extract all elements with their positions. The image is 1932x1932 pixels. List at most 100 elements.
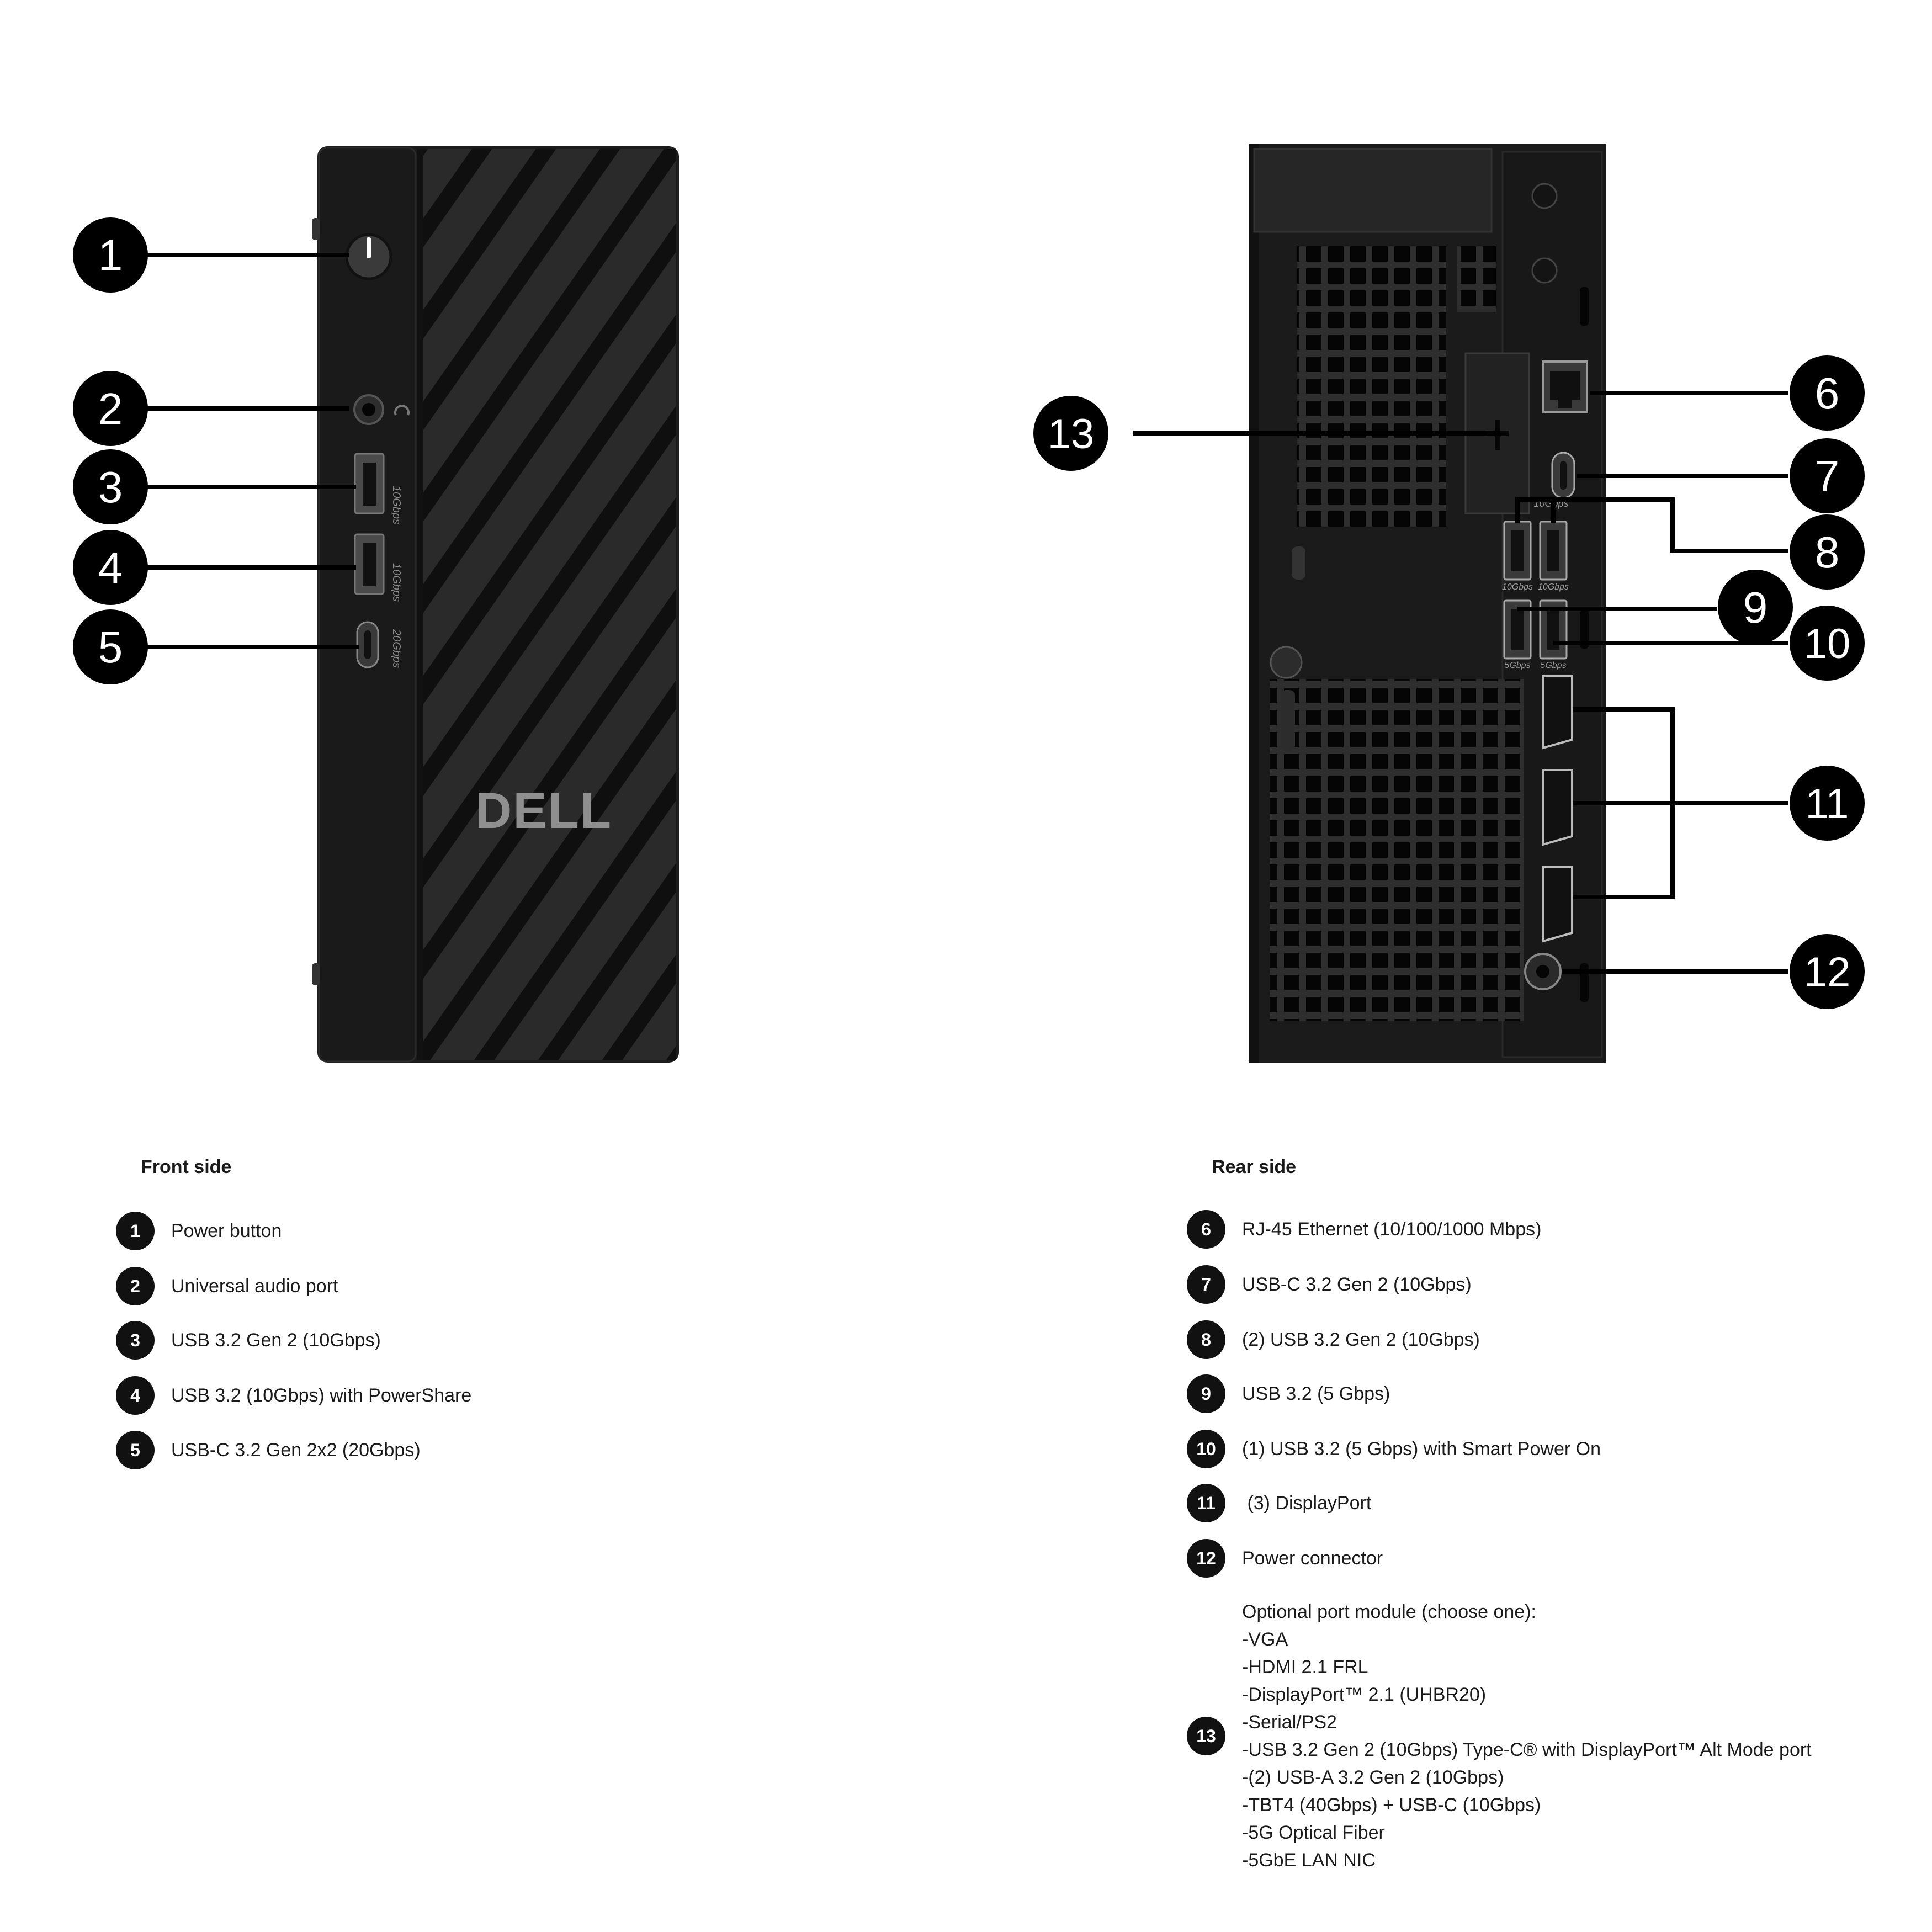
usb-c-port-icon: [356, 621, 379, 668]
module-option: -HDMI 2.1 FRL: [1242, 1657, 1368, 1678]
legend-number-badge: 2: [116, 1267, 155, 1305]
displayport-icon: [1542, 675, 1573, 750]
callout-5: 5: [73, 609, 148, 684]
legend-label: USB 3.2 (5 Gbps): [1242, 1383, 1390, 1404]
displayport-icon: [1542, 769, 1573, 846]
screw-icon: [1531, 183, 1558, 209]
front-panel: [318, 147, 417, 1063]
security-slot-icon: [1580, 963, 1589, 1002]
callout-7: 7: [1790, 438, 1865, 513]
legend-item: 9 USB 3.2 (5 Gbps): [1187, 1374, 1390, 1413]
security-slot-icon: [1580, 287, 1589, 326]
svg-text:3: 3: [98, 463, 123, 512]
latch-icon: [1292, 546, 1305, 580]
module-option: -Serial/PS2: [1242, 1712, 1337, 1733]
legend-label: RJ-45 Ethernet (10/100/1000 Mbps): [1242, 1219, 1542, 1240]
svg-text:7: 7: [1815, 452, 1840, 501]
legend-number-badge: 13: [1187, 1717, 1225, 1755]
rear-device: 10Gbps 10Gbps 10Gbps 5Gbps 5Gbps: [1249, 144, 1606, 1063]
svg-text:12: 12: [1804, 949, 1851, 996]
callout-8: 8: [1790, 514, 1865, 590]
front-foot: [312, 218, 320, 240]
module-option: -DisplayPort™ 2.1 (UHBR20): [1242, 1684, 1487, 1705]
handle-bracket: [1253, 148, 1493, 233]
upper-vent: [1297, 246, 1446, 527]
legend-label: Power connector: [1242, 1548, 1383, 1569]
legend-number-badge: 6: [1187, 1210, 1225, 1249]
screw-icon: [1531, 257, 1558, 284]
callout-badges: 1 2 3 4 5 6 7 8 9 10 11 12 13: [73, 217, 1865, 1009]
thumbscrew-icon: [1270, 646, 1303, 679]
legend-label: USB-C 3.2 Gen 2x2 (20Gbps): [171, 1440, 421, 1461]
module-option: -5GbE LAN NIC: [1242, 1850, 1376, 1871]
front-grille: [417, 149, 676, 1060]
svg-text:5: 5: [98, 623, 123, 672]
svg-text:1: 1: [98, 231, 123, 280]
callout-1: 1: [73, 217, 148, 293]
legend-item: 8 (2) USB 3.2 Gen 2 (10Gbps): [1187, 1320, 1480, 1359]
callout-6: 6: [1790, 355, 1865, 431]
legend-label: USB-C 3.2 Gen 2 (10Gbps): [1242, 1274, 1472, 1295]
svg-text:9: 9: [1743, 583, 1768, 632]
legend-number-badge: 11: [1187, 1484, 1225, 1522]
callout-4: 4: [73, 530, 148, 605]
security-slot-icon: [1580, 610, 1589, 649]
ports-diagram: 10Gbps 10Gbps 20Gbps DELL: [73, 144, 1865, 1063]
port-speed-label: 10Gbps: [1538, 582, 1569, 592]
legend-number-badge: 8: [1187, 1320, 1225, 1359]
port-speed-label: 10Gbps: [390, 486, 402, 524]
svg-text:6: 6: [1815, 369, 1840, 418]
legend-item: 3 USB 3.2 Gen 2 (10Gbps): [116, 1321, 381, 1360]
module-heading: Optional port module (choose one):: [1242, 1601, 1536, 1622]
port-speed-label: 10Gbps: [390, 563, 402, 602]
callout-11: 11: [1790, 766, 1865, 841]
usb-a-port-icon: [1539, 521, 1568, 581]
legend-label: (2) USB 3.2 Gen 2 (10Gbps): [1242, 1329, 1480, 1350]
usb-a-port-icon: [354, 453, 385, 514]
callout-10: 10: [1790, 606, 1865, 681]
front-device: 10Gbps 10Gbps 20Gbps DELL: [312, 146, 679, 1063]
front-grille-edge: [417, 149, 423, 1060]
legend-item: 4 USB 3.2 (10Gbps) with PowerShare: [116, 1376, 471, 1415]
lower-vent: [1270, 679, 1524, 1021]
legend-item: 11 (3) DisplayPort: [1187, 1484, 1371, 1522]
port-speed-label: 5Gbps: [1540, 661, 1566, 670]
usb-a-port-icon: [1503, 521, 1532, 581]
legend-number-badge: 10: [1187, 1430, 1225, 1468]
callout-9: 9: [1718, 570, 1793, 645]
legend-label: USB 3.2 Gen 2 (10Gbps): [171, 1330, 381, 1351]
port-module-options: Optional port module (choose one): -VGA …: [1242, 1598, 1812, 1874]
callout-3: 3: [73, 449, 148, 524]
usb-a-port-icon: [1503, 599, 1532, 660]
legend-label: USB 3.2 (10Gbps) with PowerShare: [171, 1385, 472, 1406]
module-option: -TBT4 (40Gbps) + USB-C (10Gbps): [1242, 1795, 1541, 1816]
legend-number-badge: 5: [116, 1431, 155, 1469]
power-button-icon: [345, 233, 392, 280]
callout-12: 12: [1790, 934, 1865, 1009]
legend-item: 5 USB-C 3.2 Gen 2x2 (20Gbps): [116, 1431, 421, 1469]
rear-edge: [1249, 144, 1259, 1063]
displayport-icon: [1542, 866, 1573, 943]
power-connector-icon: [1524, 953, 1562, 990]
svg-text:10: 10: [1804, 620, 1851, 667]
port-speed-label: 20Gbps: [390, 629, 402, 668]
port-speed-label: 5Gbps: [1504, 661, 1530, 670]
leader-lines: [141, 253, 1788, 974]
callout-2: 2: [73, 371, 148, 446]
legend-item: 6 RJ-45 Ethernet (10/100/1000 Mbps): [1187, 1210, 1541, 1249]
svg-text:13: 13: [1048, 411, 1095, 458]
usb-a-port-icon: [354, 533, 385, 595]
legend-number-badge: 9: [1187, 1374, 1225, 1413]
rear-legend-title: Rear side: [1212, 1156, 1297, 1177]
headset-icon: [394, 405, 410, 416]
usb-c-port-icon: [1551, 452, 1575, 499]
legend-number-badge: 4: [116, 1376, 155, 1415]
module-option: -5G Optical Fiber: [1242, 1822, 1385, 1843]
callout-13: 13: [1033, 396, 1108, 471]
legend-item: 1 Power button: [116, 1212, 282, 1250]
legend-item-port-module: 13 Optional port module (choose one): -V…: [1187, 1598, 1812, 1874]
legend-number-badge: 12: [1187, 1539, 1225, 1578]
legend-label: Universal audio port: [171, 1276, 338, 1297]
svg-text:2: 2: [98, 384, 123, 433]
legend-label: (3) DisplayPort: [1242, 1493, 1372, 1514]
